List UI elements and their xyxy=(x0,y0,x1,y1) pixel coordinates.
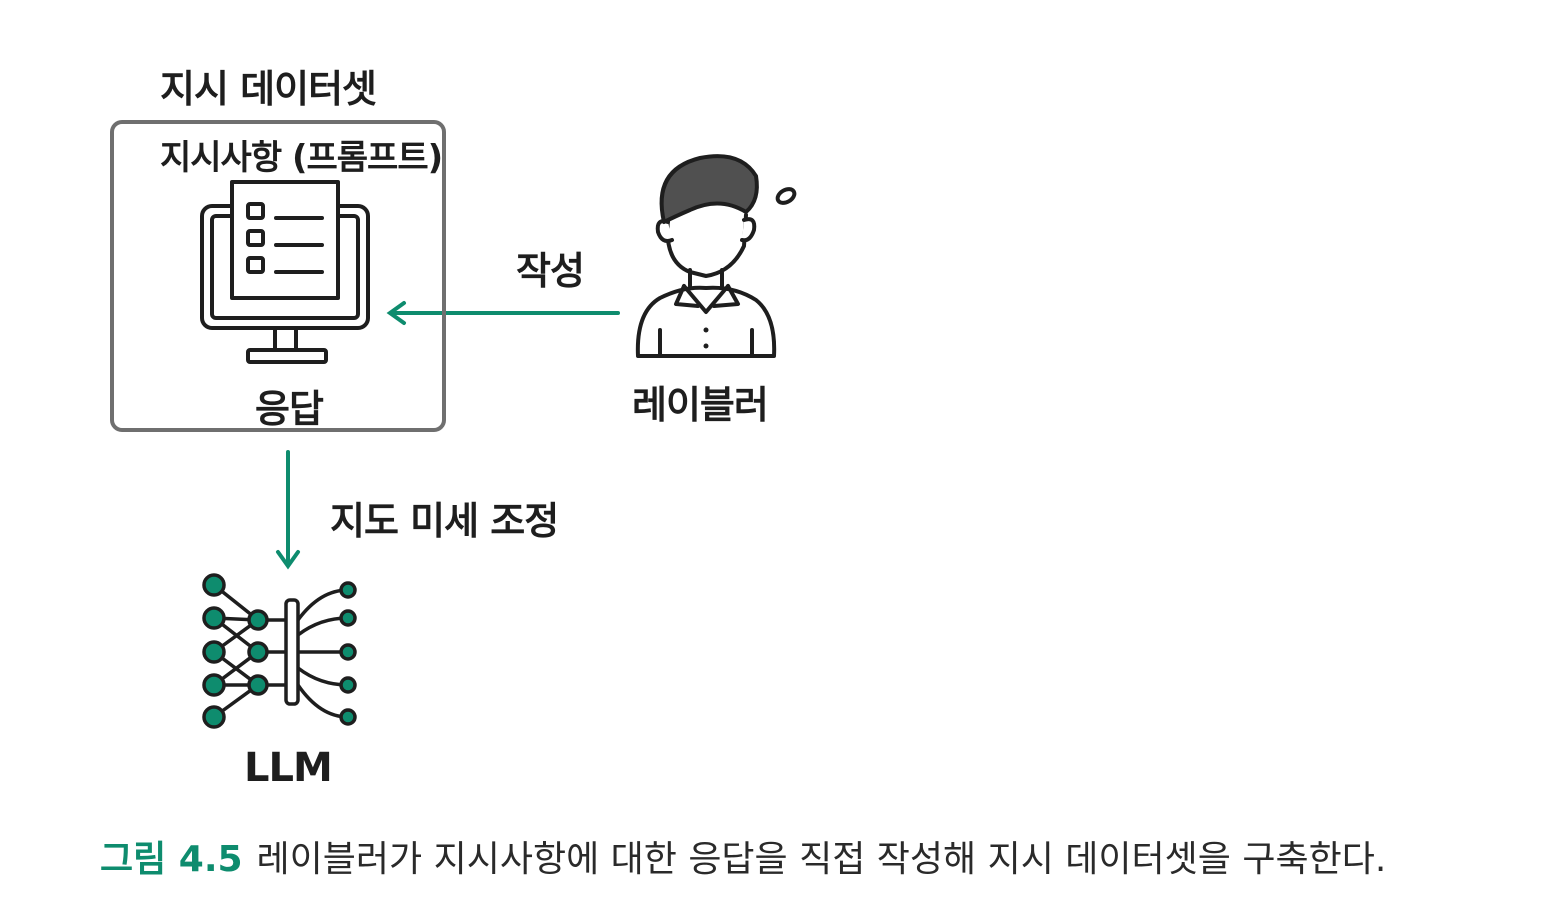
figure-caption: 그림 4.5 레이블러가 지시사항에 대한 응답을 직접 작성해 지시 데이터셋을… xyxy=(100,830,1386,882)
llm-network-icon xyxy=(202,573,357,729)
response-label: 응답 xyxy=(255,387,324,431)
labeler-label: 레이블러 xyxy=(632,383,769,427)
dataset-title: 지시 데이터셋 xyxy=(160,67,377,111)
instruction-dataset-box xyxy=(110,120,446,432)
caption-text: 레이블러가 지시사항에 대한 응답을 직접 작성해 지시 데이터셋을 구축한다. xyxy=(256,839,1387,880)
llm-label: LLM xyxy=(244,745,333,791)
monitor-checklist-icon xyxy=(200,180,370,364)
labeler-person-icon xyxy=(635,154,797,358)
write-label: 작성 xyxy=(516,249,585,293)
finetune-arrow xyxy=(276,450,300,570)
instruction-label: 지시사항 (프롬프트) xyxy=(160,138,443,178)
caption-number: 그림 4.5 xyxy=(100,839,243,880)
finetune-label: 지도 미세 조정 xyxy=(330,499,559,543)
write-arrow xyxy=(386,301,620,325)
